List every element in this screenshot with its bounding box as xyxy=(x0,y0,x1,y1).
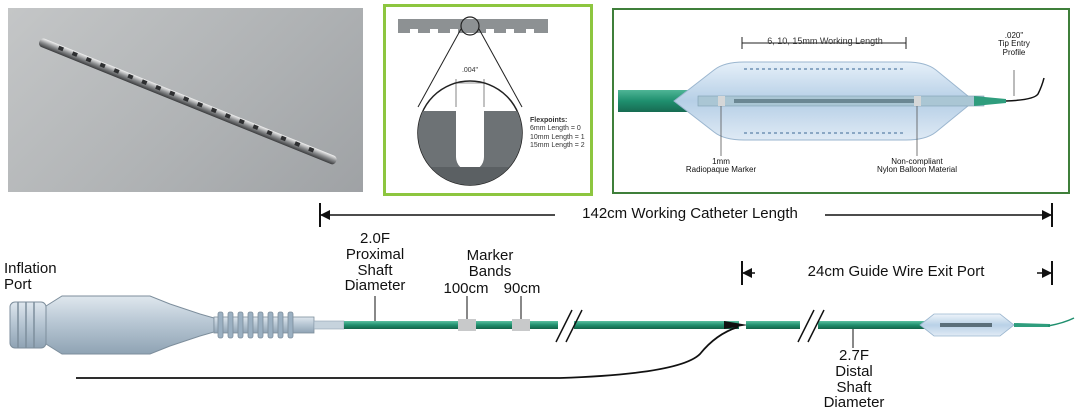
flexpoints-legend: Flexpoints: 6mm Length = 0 10mm Length =… xyxy=(530,117,594,151)
distal-line2: Distal xyxy=(835,362,873,380)
distal-shaft-label: 2.7F Distal Shaft Diameter xyxy=(812,348,896,411)
flexpoint-6mm: 6mm Length = 0 xyxy=(530,125,581,133)
material-line2: Nylon Balloon Material xyxy=(876,165,958,175)
marker-bands-line1: Marker xyxy=(466,247,514,264)
balloon-diagram xyxy=(618,37,1045,156)
material-line1: Non-compliant xyxy=(891,157,943,166)
marker-bands-label: Marker Bands xyxy=(450,248,530,280)
stent-photo xyxy=(8,8,363,192)
proximal-line4: Diameter xyxy=(344,277,406,295)
flexpoints-title: Flexpoints: xyxy=(530,117,568,124)
flexpoint-diagram xyxy=(398,16,548,186)
stent-rod-illustration xyxy=(38,38,337,165)
flexpoint-detail-panel: .004" Flexpoints: 6mm Length = 0 10mm Le… xyxy=(383,4,593,196)
inflation-port-label: Inflation Port xyxy=(4,261,74,293)
proximal-line3: Shaft xyxy=(357,261,393,279)
distal-line3: Shaft xyxy=(836,378,872,396)
tip-entry-profile: Profile xyxy=(1002,47,1026,57)
marker-bands-line2: Bands xyxy=(468,262,512,280)
balloon-material-label: Non-compliant Nylon Balloon Material xyxy=(854,157,980,175)
flex-gap-label: .004" xyxy=(461,67,479,74)
proximal-shaft-label: 2.0F Proximal Shaft Diameter xyxy=(333,231,417,294)
balloon-detail-panel: 6, 10, 15mm Working Length .020" Tip Ent… xyxy=(612,8,1070,194)
distal-line4: Diameter xyxy=(823,394,885,412)
tip-entry-size: .020" xyxy=(1004,31,1024,40)
flexpoint-10mm: 10mm Length = 1 xyxy=(530,133,585,141)
inflation-line1: Inflation xyxy=(4,260,57,277)
radiopaque-marker-label: 1mm Radiopaque Marker xyxy=(666,157,776,175)
marker-90cm-label: 90cm xyxy=(503,280,541,297)
flexpoint-15mm: 15mm Length = 2 xyxy=(530,142,585,150)
proximal-size: 2.0F xyxy=(359,230,390,247)
balloon-working-length: 6, 10, 15mm Working Length xyxy=(767,36,883,46)
tip-entry-text: Tip Entry xyxy=(998,39,1030,49)
marker-100cm-label: 100cm xyxy=(443,280,489,297)
proximal-line2: Proximal xyxy=(345,245,405,263)
marker-text: Radiopaque Marker xyxy=(685,165,757,175)
marker-size: 1mm xyxy=(712,157,730,166)
tip-entry-label: .020" Tip Entry Profile xyxy=(974,31,1054,57)
working-catheter-length-label: 142cm Working Catheter Length xyxy=(582,205,798,222)
inflation-line2: Port xyxy=(4,275,32,293)
distal-size: 2.7F xyxy=(838,347,869,364)
guide-wire-exit-label: 24cm Guide Wire Exit Port xyxy=(807,263,985,280)
